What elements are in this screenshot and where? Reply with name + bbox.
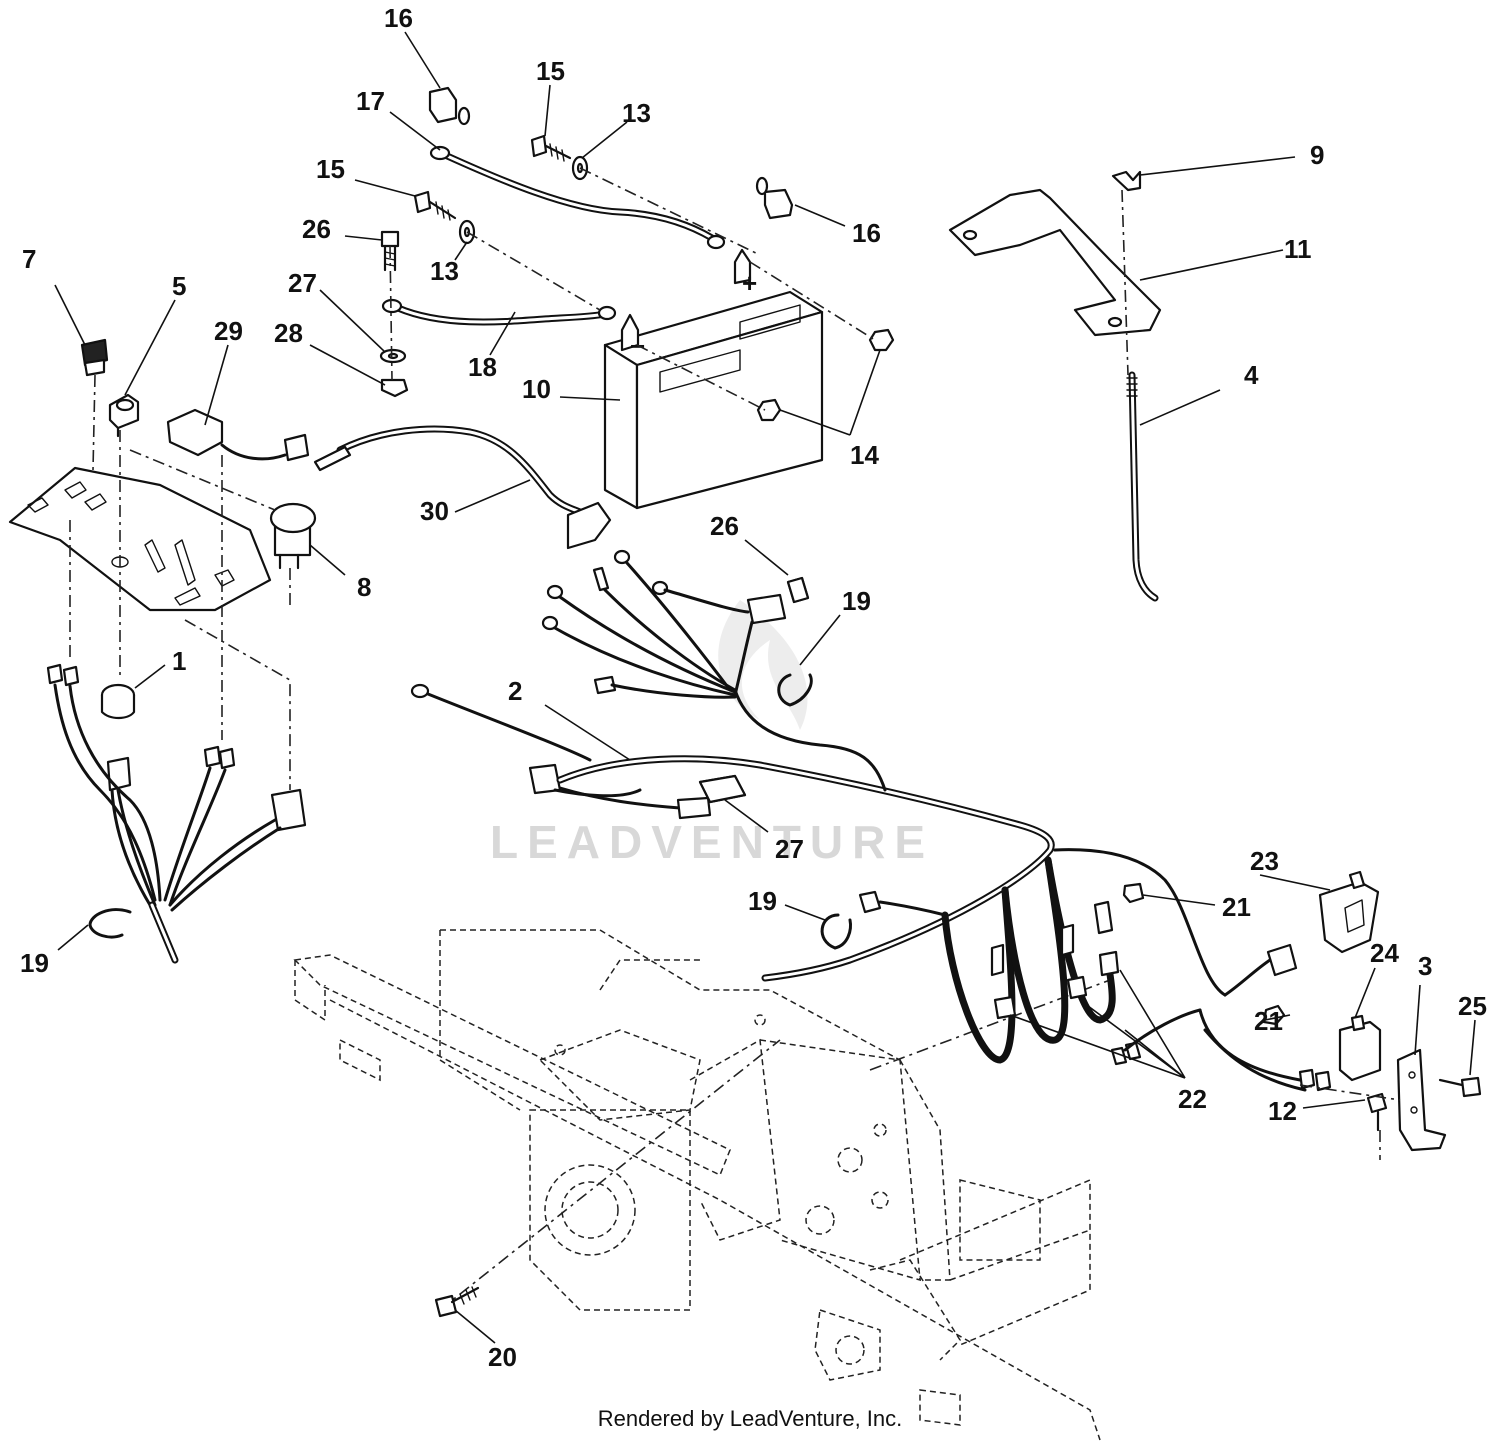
bolt [413,134,572,221]
battery-positive-mark: + [742,268,757,298]
callout-2: 2 [508,676,522,706]
rocker-switch [80,338,109,377]
callout-22: 22 [1178,1084,1207,1114]
connector-plug [166,408,310,462]
callout-32: 30 [420,496,449,526]
solenoid-bracket [1396,1048,1447,1152]
callout-4: 4 [1244,360,1259,390]
callout-5: 5 [172,271,186,301]
fuse [786,576,810,604]
callout-28: 26 [302,214,331,244]
pto-knob [269,502,317,570]
tractor-frame [293,929,1111,1441]
callout-15: 15 [536,56,565,86]
watermark: LEADVENTURE [490,816,934,868]
callout-13: 13 [430,256,459,286]
callout-8: 8 [357,572,371,602]
callout-1: 1 [172,646,186,676]
callout-31: 29 [214,316,243,346]
credit-line: Rendered by LeadVenture, Inc. [597,1406,903,1431]
dash-panel [8,466,272,612]
solenoid [1262,1004,1382,1082]
callout-27: 27 [775,834,804,864]
wire-harness-lead [313,425,612,550]
callout-15: 15 [316,154,345,184]
main-wire-harness [410,549,1332,1092]
callout-25: 25 [1458,991,1487,1021]
relay-bracket [990,882,1145,977]
mount-bolt [379,230,409,398]
screw [434,1076,1482,1318]
seat-switch [1318,870,1380,954]
leader-lines [54,31,1476,1344]
callout-19: 19 [842,586,871,616]
battery: + − [603,248,824,510]
callout-30: 28 [274,318,303,348]
assembly-lines [69,167,1401,1160]
battery-cable [381,145,726,326]
callout-10: 10 [522,374,551,404]
callout-23: 23 [1250,846,1279,876]
callout-9: 9 [1310,140,1324,170]
harness-tag [698,774,747,804]
cable-clamp [88,673,852,950]
callout-12: 12 [1268,1096,1297,1126]
callouts: 16 15 13 17 15 16 26 13 27 28 18 10 14 7… [20,3,1487,1372]
callout-14: 14 [850,440,879,470]
callout-17: 17 [356,86,385,116]
callout-7: 7 [22,244,36,274]
callout-13: 13 [622,98,651,128]
j-bolt-rod [1126,371,1159,602]
callout-11: 11 [1284,234,1312,264]
callout-26: 26 [710,511,739,541]
terminal-cover [428,86,794,220]
battery-hold-down [948,188,1162,337]
callout-16: 16 [852,218,881,248]
callout-20: 20 [488,1342,517,1372]
callout-18: 18 [468,352,497,382]
battery-nut [756,328,895,422]
dash-harness [46,663,307,964]
callout-21: 21 [1222,892,1251,922]
callout-24: 24 [1370,938,1399,968]
callout-19: 19 [20,948,49,978]
callout-29: 27 [288,268,317,298]
hour-meter [100,683,136,720]
callout-19: 19 [748,886,777,916]
watermark-logo [718,600,808,730]
wing-nut [1111,170,1142,192]
ignition-switch [108,393,140,438]
callout-21: 21 [1254,1006,1283,1036]
callout-3: 3 [1418,951,1432,981]
callout-16: 16 [384,3,413,33]
